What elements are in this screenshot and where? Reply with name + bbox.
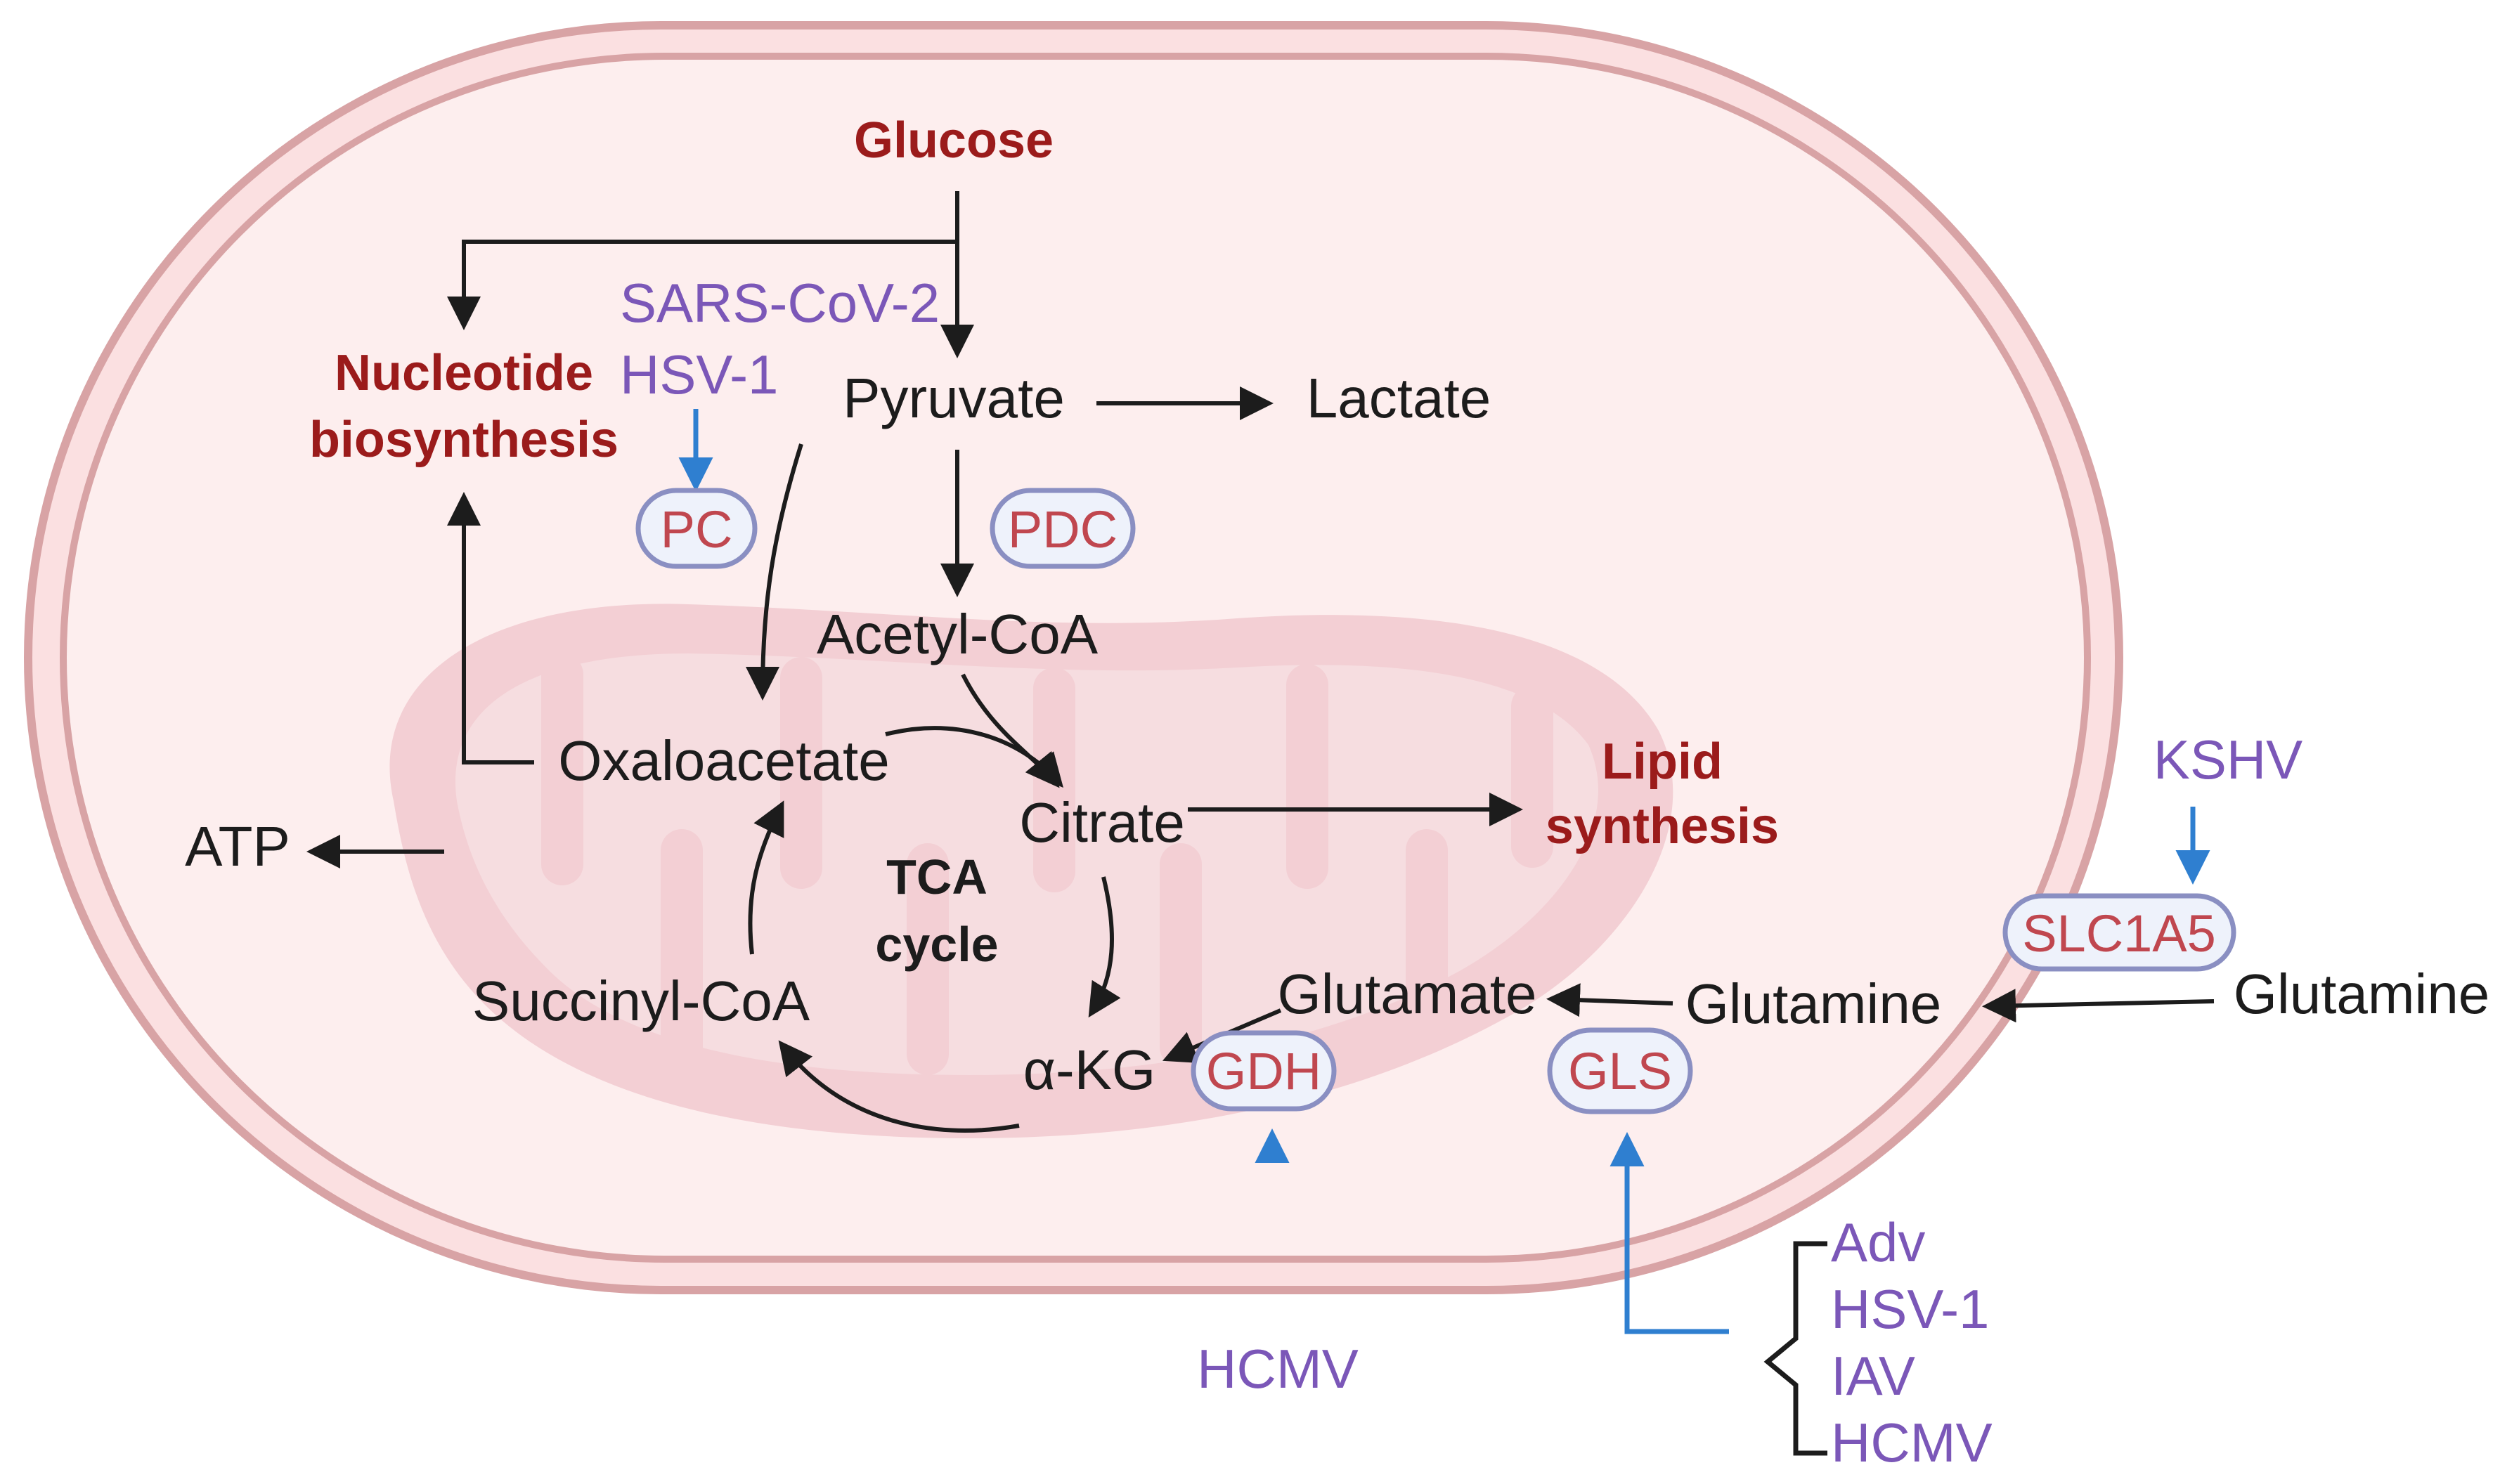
glutamate-label: Glutamate bbox=[1277, 963, 1536, 1025]
gls-virus-label: HCMV bbox=[1831, 1412, 1993, 1473]
process-labels: Nucleotide biosynthesis Lipid synthesis … bbox=[309, 345, 1779, 972]
tca-cycle-label-line2: cycle bbox=[875, 917, 998, 972]
pc-virus-label: SARS-CoV-2 bbox=[620, 272, 940, 334]
pdc-pill bbox=[990, 488, 1136, 569]
slc1a5-virus-label: KSHV bbox=[2154, 729, 2303, 790]
glutamine-intracellular-label: Glutamine bbox=[1685, 972, 1942, 1035]
pathway-arrows bbox=[306, 191, 2215, 1133]
enzyme-pills: PC PDC GDH GLS SLC1A5 bbox=[635, 488, 2236, 1114]
lipid-synthesis-label-line1: Lipid bbox=[1602, 734, 1723, 790]
atp-label: ATP bbox=[185, 815, 290, 878]
metabolite-labels: Glucose Pyruvate Lactate Acetyl-CoA Oxal… bbox=[185, 112, 2489, 1101]
virus-labels: SARS-CoV-2 HSV-1 KSHV HCMV Adv HSV-1 IAV… bbox=[620, 272, 2303, 1473]
gls-virus-label: Adv bbox=[1831, 1211, 1925, 1273]
glucose-label: Glucose bbox=[854, 112, 1054, 169]
glutamine-extracellular-label: Glutamine bbox=[2234, 963, 2490, 1025]
oxaloacetate-label: Oxaloacetate bbox=[558, 729, 889, 792]
pc-virus-label: HSV-1 bbox=[620, 344, 778, 405]
nucleotide-biosynthesis-label-line1: Nucleotide bbox=[335, 345, 593, 401]
lactate-label: Lactate bbox=[1307, 367, 1491, 429]
mitochondrion bbox=[389, 604, 1673, 1138]
slc1a5-pill bbox=[2002, 893, 2236, 972]
gdh-label: GDH bbox=[1206, 1042, 1321, 1100]
gls-virus-label: IAV bbox=[1831, 1345, 1915, 1407]
gls-label: GLS bbox=[1568, 1042, 1672, 1100]
pc-label: PC bbox=[661, 500, 733, 559]
acetyl-coa-label: Acetyl-CoA bbox=[817, 603, 1099, 665]
gdh-pill bbox=[1191, 1030, 1337, 1112]
gls-pill bbox=[1547, 1027, 1693, 1114]
akg-label: α-KG bbox=[1023, 1039, 1155, 1101]
activation-arrows bbox=[678, 409, 2210, 1456]
tca-cycle-label-line1: TCA bbox=[886, 850, 987, 904]
citrate-label: Citrate bbox=[1019, 791, 1185, 854]
pc-pill bbox=[635, 488, 758, 569]
lipid-synthesis-label-line2: synthesis bbox=[1546, 798, 1779, 854]
gls-virus-label: HSV-1 bbox=[1831, 1278, 1989, 1340]
slc1a5-label: SLC1A5 bbox=[2022, 904, 2216, 963]
pyruvate-label: Pyruvate bbox=[843, 367, 1065, 429]
pdc-label: PDC bbox=[1008, 500, 1118, 559]
succinyl-coa-label: Succinyl-CoA bbox=[472, 970, 810, 1032]
nucleotide-biosynthesis-label-line2: biosynthesis bbox=[309, 412, 618, 468]
gdh-virus-label: HCMV bbox=[1197, 1338, 1359, 1400]
